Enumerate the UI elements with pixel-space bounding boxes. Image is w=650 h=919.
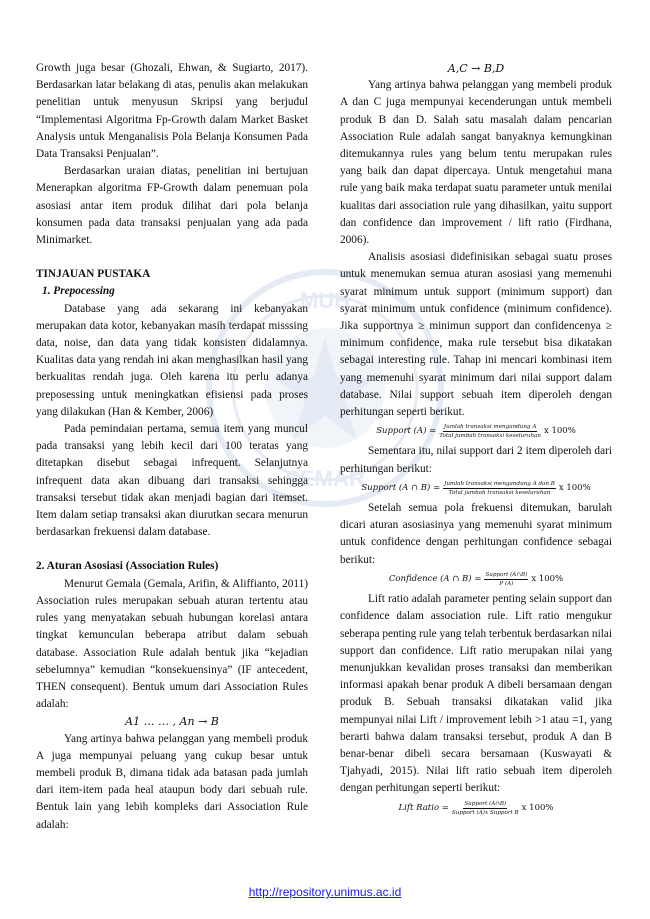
formula-support-denominator: Total jumbah transaksi keseluruhan: [439, 433, 541, 440]
formula-lift-lhs: Lift Ratio =: [398, 802, 449, 813]
section-title: TINJAUAN PUSTAKA: [36, 268, 151, 281]
formula-support2-denominator: Total jumbah transaksi keseluruhan: [448, 489, 551, 496]
intro-paragraph-1: Growth juga besar (Ghozali, Ehwan, & Sug…: [36, 62, 308, 161]
formula-confidence-numerator: Support (A∩B): [484, 571, 529, 580]
page-footer: http://repository.unimus.ac.id: [0, 885, 650, 899]
formula-lift-denominator: Support (A)x Support B: [451, 809, 519, 816]
formula-confidence-rhs: x 100%: [531, 573, 564, 584]
subsection-1-title: 1. Prepocessing: [42, 285, 115, 298]
formula-confidence-denominator: P (A): [499, 580, 514, 587]
formula-confidence-lhs: Confidence (A ∩ B) =: [388, 573, 482, 584]
formula-support: Support (A) = Jumlah transaksi mengandun…: [340, 423, 612, 440]
formula-support2-lhs: Support (A ∩ B) =: [361, 482, 441, 493]
right-paragraph-2: Analisis asosiasi didefinisikan sebagai …: [340, 251, 612, 419]
subsection-2-paragraph-1: Menurut Gemala (Gemala, Arifin, & Aliffi…: [36, 577, 308, 711]
formula-lift-numerator: Support (A∩B): [463, 800, 508, 809]
right-paragraph-4: Setelah semua pola frekuensi ditemukan, …: [340, 502, 612, 566]
formula-confidence: Confidence (A ∩ B) = Support (A∩B) P (A)…: [340, 571, 612, 588]
formula-association-rule: A1 … … , An → B: [125, 715, 219, 729]
right-paragraph-5: Lift ratio adalah parameter penting sela…: [340, 593, 612, 795]
right-paragraph-3: Sementara itu, nilai support dari 2 item…: [340, 445, 612, 475]
subsection-2-paragraph-2: Yang artinya bahwa pelanggan yang membel…: [36, 732, 308, 831]
subsection-2-title: 2. Aturan Asosiasi (Association Rules): [36, 560, 219, 573]
formula-lift-ratio: Lift Ratio = Support (A∩B) Support (A)x …: [340, 800, 612, 817]
formula-lift-rhs: x 100%: [521, 802, 554, 813]
formula-support2-rhs: x 100%: [558, 482, 591, 493]
formula-support-numerator: Jumlah transaksi mengandung A: [442, 424, 538, 433]
subsection-1-paragraph-1: Database yang ada sekarang ini kebanyaka…: [36, 302, 308, 418]
repository-link[interactable]: http://repository.unimus.ac.id: [248, 885, 402, 899]
formula-support-two-items: Support (A ∩ B) = Jumlah transaksi menga…: [340, 480, 612, 497]
formula-support-lhs: Support (A) =: [376, 426, 437, 437]
formula-complex-rule: A,C → B,D: [447, 62, 505, 75]
subsection-1-paragraph-2: Pada pemindaian pertama, semua item yang…: [36, 423, 308, 539]
formula-support2-numerator: Jumlah transaksi mengandung A dan B: [443, 480, 556, 489]
intro-paragraph-2: Berdasarkan uraian diatas, penelitian in…: [36, 165, 308, 247]
left-column: Growth juga besar (Ghozali, Ehwan, & Sug…: [36, 60, 308, 834]
right-paragraph-1: Yang artinya bahwa pelanggan yang membel…: [340, 79, 612, 247]
formula-support-rhs: x 100%: [544, 426, 576, 437]
right-column: A,C → B,D Yang artinya bahwa pelanggan y…: [340, 60, 612, 820]
